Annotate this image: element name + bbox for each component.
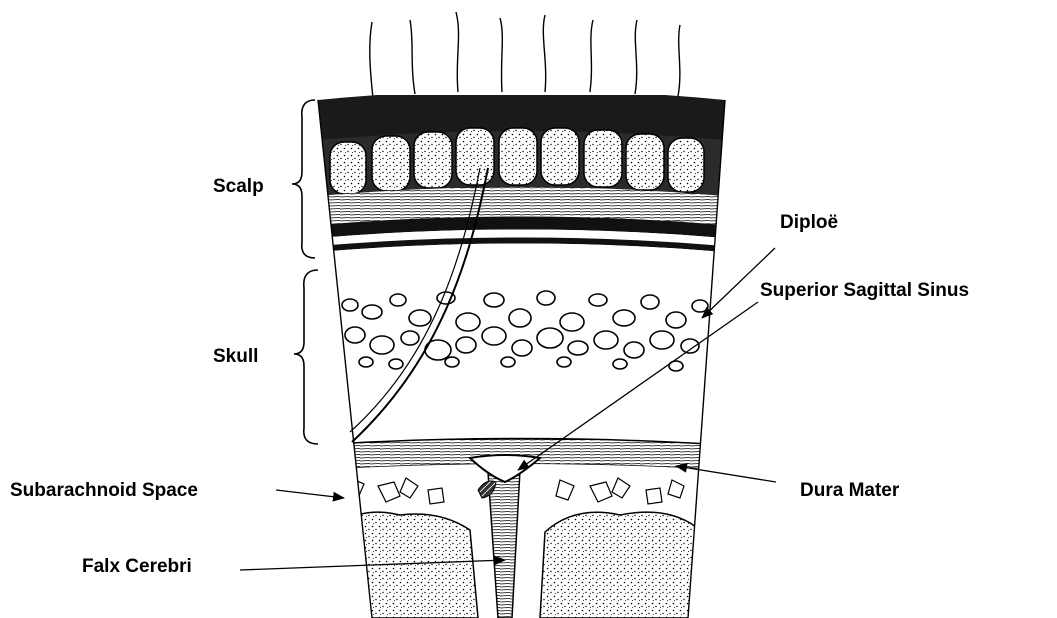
falx-cerebri-structure	[488, 470, 520, 618]
brain-gyrus-right	[540, 512, 700, 618]
skull-label: Skull	[213, 346, 258, 367]
falx-cerebri-label: Falx Cerebri	[82, 556, 192, 577]
skull-bracket	[294, 270, 318, 444]
diploe-label: Diploë	[780, 212, 838, 233]
dura-mater-label: Dura Mater	[800, 480, 900, 501]
brain-gyrus-left	[330, 512, 478, 618]
scalp-bracket	[292, 100, 315, 258]
superior-sagittal-sinus-label: Superior Sagittal Sinus	[760, 280, 969, 301]
tissue-layers	[318, 90, 725, 618]
subarachnoid-space-label: Subarachnoid Space	[10, 480, 198, 501]
hair-strands	[370, 12, 680, 98]
scalp-label: Scalp	[213, 176, 264, 197]
hair-follicles	[330, 128, 704, 194]
subarachnoid-space-arrow	[276, 490, 344, 498]
